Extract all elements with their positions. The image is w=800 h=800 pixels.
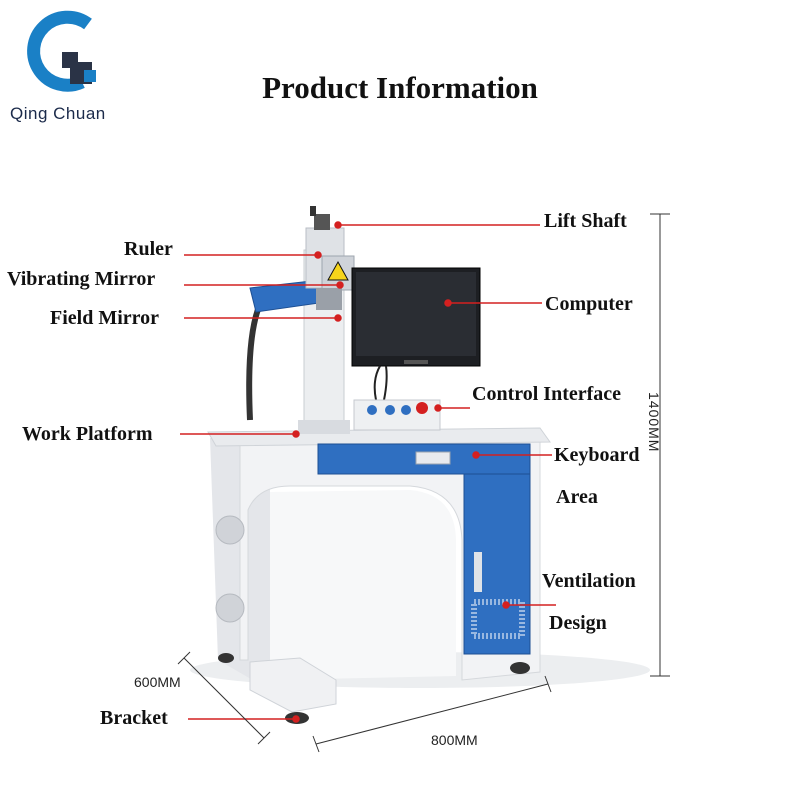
label-computer: Computer [545, 293, 633, 315]
cabinet [207, 427, 551, 724]
qc-logo-icon [27, 10, 96, 92]
label-control-interface: Control Interface [472, 383, 622, 405]
leader-lines [180, 221, 556, 723]
label-field-mirror: Field Mirror [50, 307, 160, 329]
label-lift-shaft: Lift Shaft [544, 210, 627, 232]
label-ruler: Ruler [124, 238, 173, 260]
dimension-height: 1400MM [646, 392, 662, 453]
laser-column [246, 206, 355, 434]
label-area: Area [556, 486, 598, 508]
laser-warning-icon [327, 260, 349, 281]
monitor [351, 267, 481, 401]
label-vibrating-mirror: Vibrating Mirror [7, 268, 156, 290]
dimension-lines [177, 213, 670, 753]
page-title: Product Information [262, 70, 538, 105]
control-box [353, 399, 441, 431]
dimension-width: 800MM [431, 732, 478, 748]
label-ventilation: Ventilation [542, 570, 636, 592]
dimension-depth: 600MM [134, 674, 181, 690]
label-keyboard: Keyboard [554, 444, 640, 466]
label-work-platform: Work Platform [22, 423, 153, 445]
label-design: Design [549, 612, 607, 634]
label-bracket: Bracket [100, 707, 168, 729]
brand-name: Qing Chuan [10, 104, 106, 123]
